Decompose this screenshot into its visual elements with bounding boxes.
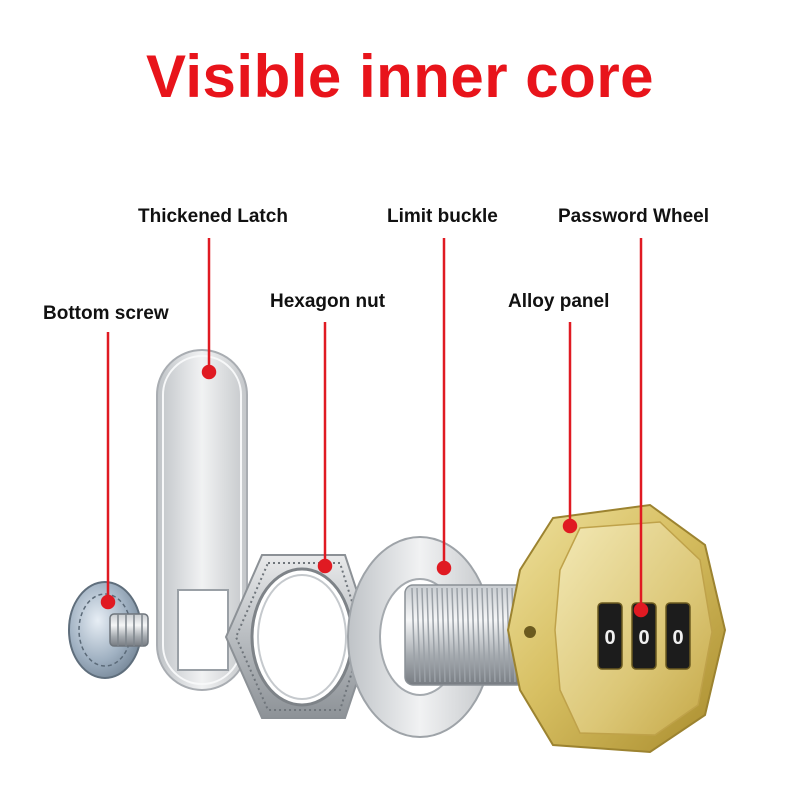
password-wheel[interactable]: 0 [597,602,623,670]
password-wheel[interactable]: 0 [665,602,691,670]
callout-dot-wheel [633,602,649,618]
thread-line [496,587,501,683]
thread-line [421,587,426,683]
password-wheel[interactable]: 0 [631,602,657,670]
callout-dot-screw [100,594,116,610]
thread-line [501,587,506,683]
thread-line [486,587,491,683]
callout-lines [100,238,649,618]
thickened-latch [156,349,248,691]
thread-line [446,587,451,683]
thread-line [426,587,431,683]
thread-line [441,587,446,683]
thread-line [466,587,471,683]
label-thickened-latch: Thickened Latch [138,206,288,227]
callout-dot-nut [317,558,333,574]
callout-dot-buckle [436,560,452,576]
label-limit-buckle: Limit buckle [387,206,498,227]
wheel-digit: 0 [638,627,649,649]
hexagon-nut [224,554,374,719]
wheel-digit: 0 [672,627,683,649]
label-password-wheel: Password Wheel [558,206,709,227]
label-alloy-panel: Alloy panel [508,291,610,312]
thread-line [471,587,476,683]
wheel-digit: 0 [604,627,615,649]
callout-dot-panel [562,518,578,534]
thread-line [416,587,421,683]
thread-line [431,587,436,683]
callout-dot-latch [201,364,217,380]
thread-line [436,587,441,683]
thread-line [461,587,466,683]
label-hexagon-nut: Hexagon nut [270,291,386,312]
thread-line [481,587,486,683]
page-title: Visible inner core [145,43,655,110]
thread-line [456,587,461,683]
password-wheel-group: 0 0 0 [597,602,691,670]
thread-line [491,587,496,683]
bottom-screw [68,581,149,679]
thread-line [451,587,456,683]
thread-line [476,587,481,683]
thread-line [411,587,416,683]
label-bottom-screw: Bottom screw [43,303,169,324]
